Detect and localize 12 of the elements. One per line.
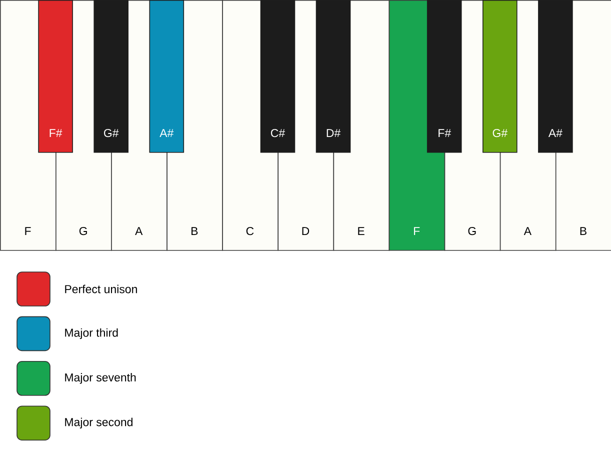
legend-label: Perfect unison	[65, 284, 137, 294]
piano-key: F#	[38, 0, 73, 153]
legend-label: Major third	[65, 328, 118, 340]
piano-key: G#	[94, 0, 128, 153]
piano-key: G#	[482, 0, 518, 153]
legend-label: Major seventh	[65, 373, 136, 384]
piano-key: C#	[260, 0, 296, 153]
piano-key: D#	[316, 0, 351, 153]
legend-label: Major second	[65, 418, 132, 428]
piano-key: F#	[426, 0, 462, 153]
piano-key: A#	[538, 0, 573, 153]
piano-key: A#	[149, 0, 184, 153]
